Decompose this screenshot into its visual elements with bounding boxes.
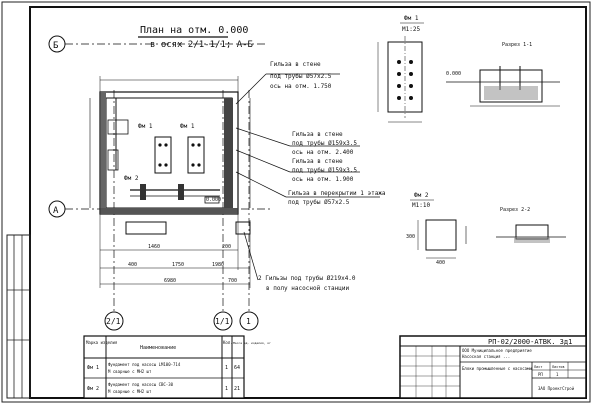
axis-2-1-label: 2/1 xyxy=(106,317,121,326)
svg-text:Разрез 1-1: Разрез 1-1 xyxy=(502,42,532,48)
svg-text:0.000: 0.000 xyxy=(446,71,461,77)
spec-row1-name2: М сварные с МН2 шт xyxy=(108,369,152,374)
svg-text:2 Гильзы под трубы Ø219х4.0: 2 Гильзы под трубы Ø219х4.0 xyxy=(258,275,356,282)
dim-1: 1460 xyxy=(148,244,160,250)
titleblock-sheet-label: Лист xyxy=(534,365,542,369)
svg-text:Гильза в стене: Гильза в стене xyxy=(270,61,321,68)
titleblock-sheets-label: Листов xyxy=(552,365,565,369)
titleblock-stage: РП xyxy=(538,372,543,377)
svg-text:под трубы Ø159х3.5: под трубы Ø159х3.5 xyxy=(292,140,357,147)
title-block xyxy=(399,335,587,399)
dim-6: 6980 xyxy=(164,278,176,284)
spec-header-mass: Масса ед. изделия, кг xyxy=(233,341,271,345)
spec-table xyxy=(83,335,245,399)
svg-text:под трубы Ø159х3.5: под трубы Ø159х3.5 xyxy=(292,167,357,174)
titleblock-firm: ЗАО ПроектСтрой xyxy=(538,386,575,391)
dim-5: 1980 xyxy=(212,262,224,268)
section-1-1: Разрез 1-1 0.000 xyxy=(446,42,560,107)
section-2-2: Разрез 2-2 xyxy=(496,207,566,243)
fm2-detail: Фм 2 М1:10 400 300 xyxy=(406,192,467,266)
inner-frame xyxy=(29,6,587,399)
svg-text:Гильза в стене: Гильза в стене xyxy=(292,131,343,138)
spec-header-mark: Марка изделия xyxy=(86,340,117,345)
dim-2: 200 xyxy=(222,244,231,250)
callout-2: Гильза в стене под трубы Ø159х3.5 ось на… xyxy=(235,127,360,156)
titleblock-desc3: Блоки промышленные с насосами xyxy=(462,366,532,371)
titleblock-desc1: ООО Муниципальное предприятие xyxy=(462,348,532,353)
plan-title: План на отм. 0.000 xyxy=(140,25,248,36)
svg-text:М1:10: М1:10 xyxy=(412,202,430,209)
plan-label-fm2: Фм 2 xyxy=(124,175,139,182)
spec-row2-mark: Фм 2 xyxy=(87,386,99,392)
svg-text:Гильза в перекрытии 1 этажа: Гильза в перекрытии 1 этажа xyxy=(288,190,386,197)
callout-4: Гильза в перекрытии 1 этажа под трубы Ø5… xyxy=(235,171,386,206)
spec-row1-qty: 1 xyxy=(225,365,228,371)
titleblock-sheet: 1 xyxy=(556,372,559,377)
plan-label-elev: 0.000 xyxy=(206,197,221,203)
svg-text:Гильза в стене: Гильза в стене xyxy=(292,158,343,165)
svg-text:ось на отм. 1.750: ось на отм. 1.750 xyxy=(270,83,332,90)
spec-row1-name: Фундамент под насосы LM100-714 xyxy=(108,362,181,367)
axis-1-1-label: 1/1 xyxy=(215,317,230,326)
plan-label-fm1b: Фм 1 xyxy=(180,123,195,130)
callout-1: Гильза в стене под трубы Ø57х2.5 ось на … xyxy=(235,61,340,105)
svg-text:Фм 2: Фм 2 xyxy=(414,192,429,199)
axis-1-label: 1 xyxy=(246,317,251,326)
spec-row2-qty: 1 xyxy=(225,386,228,392)
spec-row1-mark: Фм 1 xyxy=(87,365,99,371)
callout-3: Гильза в стене под трубы Ø159х3.5 ось на… xyxy=(235,149,360,183)
axis-1-1-bubble xyxy=(213,311,233,331)
spec-row2-name2: М сварные с МН2 шт xyxy=(108,389,152,394)
titleblock-code: РП-02/2000-АТВК. 3д1 xyxy=(488,338,572,346)
dim-3: 400 xyxy=(128,262,137,268)
plan-subtitle: в осях 2/1-1/1; А-Б xyxy=(150,40,253,50)
axis-a-label: А xyxy=(53,206,59,216)
floor-plan xyxy=(89,76,251,288)
svg-text:М1:25: М1:25 xyxy=(402,26,420,33)
svg-text:под трубы Ø57х2.5: под трубы Ø57х2.5 xyxy=(270,73,332,80)
binding-strip xyxy=(6,234,31,399)
dim-7: 700 xyxy=(228,278,237,284)
callout-5: 2 Гильзы под трубы Ø219х4.0 в полу насос… xyxy=(243,231,356,292)
spec-row1-mass: 64 xyxy=(234,365,240,371)
svg-text:ось на отм. 2.400: ось на отм. 2.400 xyxy=(292,149,354,156)
titleblock-desc2: Насосная станция ... xyxy=(462,354,510,359)
axis-1-bubble xyxy=(239,311,259,331)
svg-text:Разрез 2-2: Разрез 2-2 xyxy=(500,207,530,213)
fm1-detail: Фм 1 М1:25 xyxy=(377,15,424,123)
axis-2-1-bubble xyxy=(104,311,124,331)
svg-text:ось на отм. 1.900: ось на отм. 1.900 xyxy=(292,176,354,183)
svg-text:под трубы Ø57х2.5: под трубы Ø57х2.5 xyxy=(288,199,350,206)
dim-4: 1750 xyxy=(172,262,184,268)
svg-text:Фм 1: Фм 1 xyxy=(404,15,419,22)
spec-header-name: Наименование xyxy=(140,345,176,351)
spec-row2-name: Фундамент под насосы СВС-30 xyxy=(108,382,174,387)
svg-text:в полу насосной станции: в полу насосной станции xyxy=(266,285,349,292)
spec-row2-mass: 21 xyxy=(234,386,240,392)
plan-label-fm1a: Фм 1 xyxy=(138,123,153,130)
svg-text:300: 300 xyxy=(406,234,415,240)
spec-header-qty: Кол. xyxy=(223,340,233,345)
axis-b-label: Б xyxy=(53,41,58,51)
svg-text:400: 400 xyxy=(436,260,445,266)
